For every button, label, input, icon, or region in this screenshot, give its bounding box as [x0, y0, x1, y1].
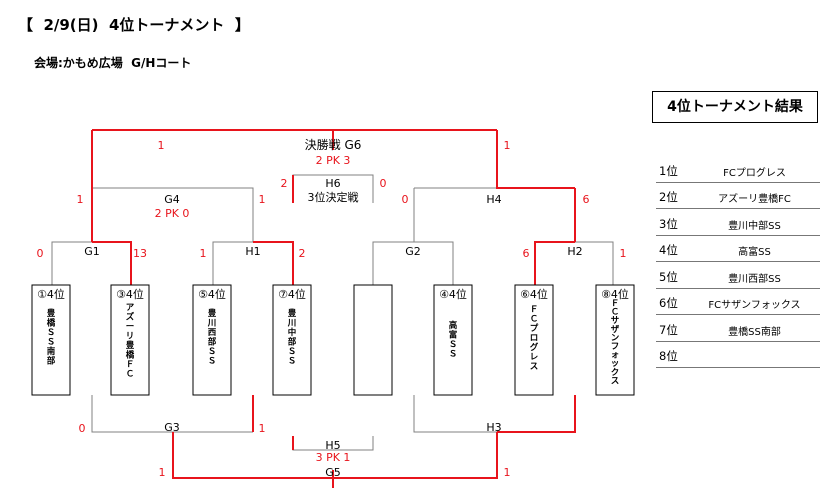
result-team: 豊川西部SS: [728, 273, 781, 285]
pk-h5: 3 PK 1: [316, 451, 351, 464]
score-h1-right: 2: [299, 247, 306, 260]
slot-label-4: ⑦4位: [278, 287, 306, 301]
slot-label-3: ⑤4位: [198, 287, 226, 301]
result-row: 3位 豊川中部SS: [656, 209, 820, 236]
team-box-4: [272, 284, 312, 396]
line-h1-left: [212, 241, 253, 285]
match-name-h2: H2: [567, 245, 582, 258]
line-g1-win: [92, 241, 132, 285]
results-title: 4位トーナメント結果: [652, 91, 818, 123]
result-row: 7位 豊橋SS南部: [656, 315, 820, 342]
slot-label-8: ⑧4位: [601, 287, 629, 301]
result-row: 4位 高富SS: [656, 236, 820, 262]
result-team: FCプログレス: [723, 167, 786, 179]
score-h2-left: 6: [523, 247, 530, 260]
score-h6-left: 2: [281, 177, 288, 190]
line-g2: [372, 241, 454, 285]
score-h4-right: 6: [583, 193, 590, 206]
result-rank: 4位: [659, 243, 678, 257]
score-h6-right: 0: [380, 177, 387, 190]
score-g4-right: 1: [259, 193, 266, 206]
result-team: 豊橋SS南部: [728, 326, 781, 338]
pk-g4: 2 PK 0: [155, 207, 190, 220]
match-name-h1: H1: [245, 245, 260, 258]
team-name-6: 高富ＳＳ: [449, 320, 458, 360]
team-name-1: 豊橋ＳＳ南部: [47, 308, 56, 367]
result-row: 6位 FCサザンフォックス: [656, 289, 820, 315]
result-team: FCサザンフォックス: [708, 300, 801, 311]
score-g1-left: 0: [37, 247, 44, 260]
result-rank: 8位: [659, 349, 678, 363]
team-box-5: [353, 284, 393, 396]
match-subtitle-h6: 3位決定戦: [308, 190, 359, 204]
result-team: 高富SS: [738, 247, 771, 258]
match-name-g6: 決勝戦 G6: [305, 137, 362, 152]
match-name-g4: G4: [164, 193, 180, 206]
team-box-2: [110, 284, 150, 396]
match-name-h3: H3: [486, 421, 501, 434]
score-g3-left: 0: [79, 422, 86, 435]
result-row: 2位 アズーリ豊橋FC: [656, 183, 820, 209]
line-h1-win: [253, 241, 294, 285]
team-box-6: [433, 284, 473, 396]
slot-label-1: ①4位: [37, 287, 65, 301]
team-name-8: ＦＣサザンフォックス: [611, 298, 620, 386]
page-title: 【 2/9(日) 4位トーナメント 】: [18, 16, 250, 34]
result-rank: 7位: [659, 322, 678, 337]
slot-label-2: ③4位: [116, 287, 144, 301]
result-rank: 5位: [659, 269, 678, 284]
score-g5-right: 1: [504, 466, 511, 479]
score-h2-right: 1: [620, 247, 627, 260]
line-h2-win: [534, 241, 575, 285]
line-h2-right: [575, 241, 614, 285]
result-rank: 3位: [659, 216, 678, 231]
pk-g6: 2 PK 3: [316, 154, 351, 167]
score-h1-left: 1: [200, 247, 207, 260]
match-name-h5: H5: [325, 439, 340, 452]
score-g5-left: 1: [159, 466, 166, 479]
score-g4-left: 1: [77, 193, 84, 206]
result-rank: 6位: [659, 296, 678, 310]
line-g3-left: [91, 395, 253, 433]
line-g1-left: [51, 241, 92, 285]
team-name-2: アズーリ豊橋ＦＣ: [126, 303, 135, 380]
match-name-g5: G5: [325, 466, 341, 479]
score-h4-left: 0: [402, 193, 409, 206]
line-g6-right: [496, 130, 575, 189]
result-team: アズーリ豊橋FC: [718, 194, 791, 205]
result-row: 5位 豊川西部SS: [656, 262, 820, 289]
team-name-4: 豊川中部ＳＳ: [287, 308, 297, 367]
team-box-1: [31, 284, 71, 396]
score-g6-right: 1: [504, 139, 511, 152]
match-name-h4: H4: [486, 193, 501, 206]
team-name-3: 豊川西部ＳＳ: [207, 308, 217, 367]
result-row: 8位: [656, 342, 820, 368]
slot-label-7: ⑥4位: [520, 287, 548, 301]
line-g5-left: [172, 432, 498, 479]
team-box-3: [192, 284, 232, 396]
team-box-8: [595, 284, 635, 396]
result-rank: 1位: [659, 163, 678, 178]
score-g1-right: 13: [133, 247, 147, 260]
score-g6-left: 1: [158, 139, 165, 152]
venue-label: 会場:かもめ広場 G/Hコート: [34, 56, 192, 70]
match-name-g1: G1: [84, 245, 100, 258]
result-rank: 2位: [659, 190, 678, 204]
result-team: 豊川中部SS: [728, 220, 781, 232]
team-box-7: [514, 284, 554, 396]
line-h3-win: [497, 395, 576, 433]
line-g4-right: [92, 187, 254, 242]
team-name-7: ＦＣプログレス: [530, 304, 539, 372]
match-name-g2: G2: [405, 245, 421, 258]
match-name-g3: G3: [164, 421, 180, 434]
result-row: 1位 FCプログレス: [656, 156, 820, 183]
score-g3-right: 1: [259, 422, 266, 435]
match-name-h6: H6: [325, 177, 340, 190]
slot-label-6: ④4位: [439, 287, 467, 301]
